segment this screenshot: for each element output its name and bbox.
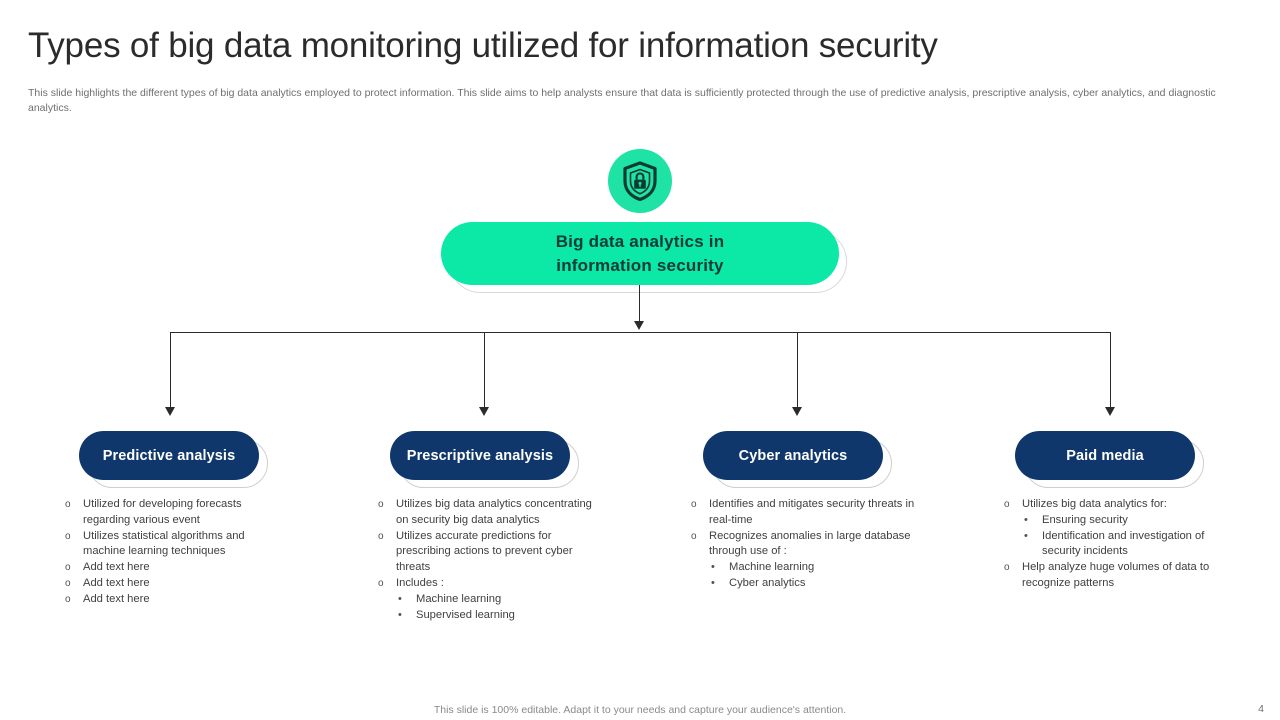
page-number: 4 xyxy=(1258,703,1264,715)
list-item: o Utilizes statistical algorithms and ma… xyxy=(57,529,289,561)
branch-bullets-3: o Identifies and mitigates security thre… xyxy=(683,497,915,592)
list-item-text: Machine learning xyxy=(729,561,815,574)
root-node-big-data-analytics[interactable]: Big data analytics in information securi… xyxy=(441,222,839,285)
list-item-text: Utilizes big data analytics concentratin… xyxy=(396,498,592,526)
bullet-marker-level2: • xyxy=(1024,529,1028,542)
branch-node-label-4: Paid media xyxy=(1066,447,1144,464)
connector-root-arrow xyxy=(634,321,644,330)
connector-drop-3 xyxy=(797,332,798,410)
root-node-line1: Big data analytics in xyxy=(555,231,725,251)
list-item-text: Utilizes accurate predictions for prescr… xyxy=(396,529,573,574)
list-item-text: Utilized for developing forecasts regard… xyxy=(83,498,242,526)
list-item: o Utilizes accurate predictions for pres… xyxy=(370,529,602,576)
bullet-marker-level2: • xyxy=(398,608,402,621)
list-item: o Recognizes anomalies in large database… xyxy=(683,529,915,561)
bullet-marker-level2: • xyxy=(398,592,402,605)
list-item-text: Supervised learning xyxy=(416,608,515,621)
bullet-marker-level1: o xyxy=(691,499,697,510)
connector-root-stem xyxy=(639,285,640,325)
bullet-marker-level1: o xyxy=(1004,562,1010,574)
footer-note: This slide is 100% editable. Adapt it to… xyxy=(433,704,847,716)
branch-node-cyber-analytics[interactable]: Cyber analytics xyxy=(703,431,883,480)
list-item-text: Help analyze huge volumes of data to rec… xyxy=(1022,561,1210,589)
branch-node-paid-media[interactable]: Paid media xyxy=(1015,431,1195,480)
list-item-text: Add text here xyxy=(83,561,150,574)
bullet-marker-level1: o xyxy=(691,530,697,542)
branch-node-label-3: Cyber analytics xyxy=(738,447,848,464)
list-item-text: Identification and investigation of secu… xyxy=(1042,529,1205,558)
list-item-text: Machine learning xyxy=(416,592,502,605)
bullet-marker-level2: • xyxy=(1024,513,1028,526)
list-item-text: Identifies and mitigates security threat… xyxy=(709,498,915,526)
list-item: o Utilizes big data analytics concentrat… xyxy=(370,497,602,529)
connector-arrow-3 xyxy=(792,407,802,416)
connector-arrow-4 xyxy=(1105,407,1115,416)
root-node-line2: information security xyxy=(556,255,724,275)
connector-drop-2 xyxy=(484,332,485,410)
list-item-text: Recognizes anomalies in large database t… xyxy=(709,529,911,558)
shield-lock-icon xyxy=(608,149,672,213)
list-item-text: Utilizes big data analytics for: xyxy=(1022,498,1167,510)
list-item-text: Cyber analytics xyxy=(729,576,806,589)
list-item-text: Add text here xyxy=(83,576,150,589)
branch-bullets-2: o Utilizes big data analytics concentrat… xyxy=(370,497,602,623)
slide-description: This slide highlights the different type… xyxy=(28,87,1216,114)
bullet-marker-level2: • xyxy=(711,561,715,574)
bullet-marker-level1: o xyxy=(65,530,71,542)
connector-horizontal-bus xyxy=(170,332,1111,333)
list-item: o Identifies and mitigates security thre… xyxy=(683,497,915,529)
connector-drop-4 xyxy=(1110,332,1111,410)
connector-arrow-1 xyxy=(165,407,175,416)
list-item: o Includes : xyxy=(370,576,602,592)
bullet-marker-level1: o xyxy=(378,499,384,510)
bullet-marker-level1: o xyxy=(65,593,71,605)
connector-arrow-2 xyxy=(479,407,489,416)
branch-node-predictive-analysis[interactable]: Predictive analysis xyxy=(79,431,259,480)
list-item-sub: • Identification and investigation of se… xyxy=(1022,529,1228,561)
list-item-text: Add text here xyxy=(83,592,150,605)
branch-node-label-1: Predictive analysis xyxy=(102,447,236,464)
bullet-marker-level1: o xyxy=(65,499,71,510)
list-item: o Help analyze huge volumes of data to r… xyxy=(996,560,1228,592)
page-title: Types of big data monitoring utilized fo… xyxy=(28,26,938,65)
list-item-sub: • Machine learning xyxy=(709,560,915,576)
list-item: o Add text here xyxy=(57,560,289,576)
bullet-marker-level1: o xyxy=(1004,499,1010,510)
bullet-marker-level1: o xyxy=(65,577,71,589)
list-item-sub: • Machine learning xyxy=(396,592,602,608)
list-item-text: Utilizes statistical algorithms and mach… xyxy=(83,529,245,558)
list-item: o Add text here xyxy=(57,576,289,592)
list-item: o Add text here xyxy=(57,592,289,608)
list-item-text: Ensuring security xyxy=(1042,513,1128,526)
branch-node-label-2: Prescriptive analysis xyxy=(406,447,554,464)
branch-node-prescriptive-analysis[interactable]: Prescriptive analysis xyxy=(390,431,570,480)
list-item-sub: • Ensuring security xyxy=(1022,513,1228,529)
list-item-sub: • Supervised learning xyxy=(396,608,602,624)
bullet-marker-level1: o xyxy=(65,562,71,574)
bullet-marker-level1: o xyxy=(378,530,384,542)
bullet-marker-level1: o xyxy=(378,577,384,589)
list-item: o Utilizes big data analytics for: xyxy=(996,497,1228,513)
bullet-marker-level2: • xyxy=(711,576,715,589)
list-item-sub: • Cyber analytics xyxy=(709,576,915,592)
list-item-text: Includes : xyxy=(396,576,444,589)
list-item: o Utilized for developing forecasts rega… xyxy=(57,497,289,529)
branch-bullets-1: o Utilized for developing forecasts rega… xyxy=(57,497,289,608)
connector-drop-1 xyxy=(170,332,171,410)
branch-bullets-4: o Utilizes big data analytics for: • Ens… xyxy=(996,497,1228,592)
